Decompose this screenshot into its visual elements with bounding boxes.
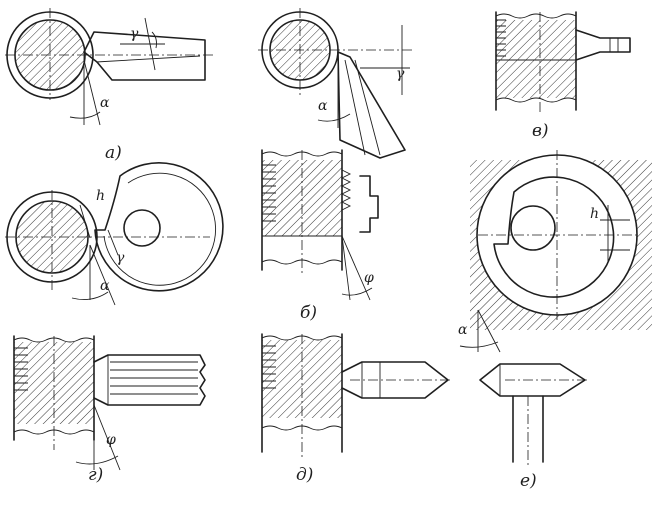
panel-circ-tool-bore — [123, 209, 161, 247]
panel-e-h-label: h — [590, 206, 599, 222]
panel-a-caption: а) — [105, 143, 122, 163]
panel-a-tool-body — [83, 31, 206, 81]
panel-v: в) — [495, 11, 631, 141]
panel-prismatic-tool-body — [337, 51, 406, 159]
panel-circular-external: h γ α — [5, 162, 224, 306]
panel-circ-gamma-label: γ — [116, 250, 125, 266]
panel-prismatic-alpha-label: α — [318, 98, 328, 114]
panel-d-caption: д) — [296, 465, 313, 485]
panel-d: д) — [261, 333, 452, 485]
panel-g-phi-label: φ — [106, 432, 116, 448]
panel-circ-alpha-label: α — [100, 278, 110, 294]
panel-g-tool — [93, 354, 206, 406]
panel-circ-workpiece-section — [16, 201, 88, 273]
panel-e-tool-shank — [512, 395, 544, 463]
panel-e-caption: е) — [520, 471, 537, 491]
panel-b-comb-profile — [359, 175, 379, 233]
panel-e-internal: h α — [458, 150, 652, 353]
panel-circ-h-label: h — [96, 188, 105, 204]
panel-b: φ б) — [261, 149, 379, 323]
panel-b-phi-label: φ — [364, 270, 374, 286]
panel-e-tool-outer — [493, 176, 615, 298]
panel-e-tool-bore — [510, 205, 556, 251]
panel-e-alpha-label: α — [458, 322, 468, 338]
panel-v-section — [496, 20, 576, 98]
panel-v-caption: в) — [532, 121, 549, 141]
panel-v-tool — [575, 29, 631, 61]
panel-g: φ г) — [13, 335, 206, 485]
panel-prismatic: α γ — [258, 8, 412, 159]
panel-e-side: е) — [479, 363, 590, 491]
panel-a-gamma-label: γ — [130, 26, 139, 42]
panel-a: α γ а) — [5, 8, 215, 163]
panel-prismatic-gamma-label: γ — [396, 66, 405, 82]
panel-circ-tool-outer — [94, 162, 224, 292]
panel-a-alpha-label: α — [100, 95, 110, 111]
panel-b-caption: б) — [300, 303, 317, 323]
panel-g-caption: г) — [88, 465, 103, 485]
panel-circ-workpiece-inner — [15, 200, 89, 274]
